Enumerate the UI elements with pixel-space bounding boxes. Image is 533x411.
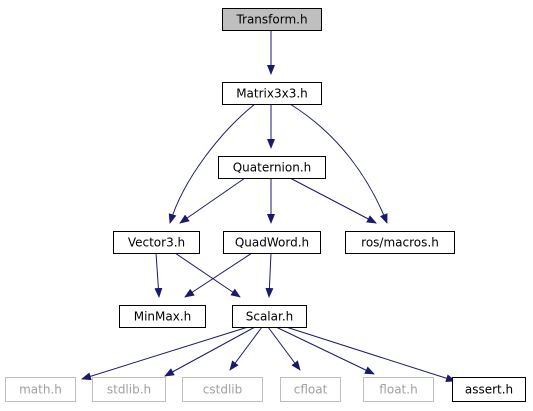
node-label: QuadWord.h: [235, 236, 309, 250]
edge-matrix-to-rosmacros: [289, 103, 388, 224]
node-label: cstdlib: [203, 383, 242, 397]
node-box: [232, 305, 307, 328]
node-label: Vector3.h: [128, 236, 185, 250]
edge-scalar-to-math: [81, 326, 249, 381]
edge-quadword-to-minmax: [184, 252, 253, 298]
edge-matrix-to-vector3: [168, 103, 256, 224]
node-matrix[interactable]: Matrix3x3.h: [222, 82, 322, 105]
edge-quaternion-to-vector3: [179, 177, 246, 224]
node-box: [119, 305, 206, 328]
node-label: Scalar.h: [246, 310, 294, 324]
node-label: float.h: [379, 383, 417, 397]
node-cstdlib: cstdlib: [182, 377, 263, 402]
node-label: stdlib.h: [107, 383, 151, 397]
node-quadword[interactable]: QuadWord.h: [223, 231, 321, 254]
node-math: math.h: [5, 377, 76, 402]
node-float: float.h: [363, 377, 434, 402]
edge-vector3-to-minmax: [154, 252, 163, 298]
node-box: [222, 82, 322, 105]
node-label: ros/macros.h: [361, 236, 439, 250]
node-stdlib: stdlib.h: [92, 377, 166, 402]
node-quaternion[interactable]: Quaternion.h: [218, 156, 326, 179]
node-box: [363, 377, 434, 402]
node-label: MinMax.h: [134, 310, 192, 324]
node-label: math.h: [19, 383, 62, 397]
node-assert[interactable]: assert.h: [452, 377, 526, 402]
node-box: [280, 377, 341, 402]
edge-scalar-to-stdlib: [164, 326, 256, 377]
node-box: [222, 8, 322, 31]
node-box: [218, 156, 326, 179]
edge-quaternion-to-rosmacros: [289, 177, 377, 224]
node-label: Quaternion.h: [233, 161, 312, 175]
nodes-layer: Transform.hMatrix3x3.hQuaternion.hVector…: [5, 8, 526, 402]
node-box: [452, 377, 526, 402]
edge-vector3-to-scalar: [174, 252, 241, 298]
edge-quadword-to-scalar: [265, 252, 274, 298]
node-rosmacros[interactable]: ros/macros.h: [345, 231, 455, 254]
node-cfloat: cfloat: [280, 377, 341, 402]
node-box: [345, 231, 455, 254]
node-scalar[interactable]: Scalar.h: [232, 305, 307, 328]
node-label: Matrix3x3.h: [236, 87, 308, 101]
node-vector3[interactable]: Vector3.h: [113, 231, 200, 254]
node-box: [223, 231, 321, 254]
node-box: [92, 377, 166, 402]
node-label: assert.h: [465, 383, 513, 397]
edge-scalar-to-cfloat: [267, 326, 301, 371]
edges-layer: [81, 30, 456, 383]
node-label: cfloat: [294, 383, 328, 397]
edge-scalar-to-cstdlib: [229, 326, 263, 371]
node-transform[interactable]: Transform.h: [222, 8, 322, 31]
node-box: [113, 231, 200, 254]
node-minmax[interactable]: MinMax.h: [119, 305, 206, 328]
edge-scalar-to-assert: [285, 326, 456, 383]
edge-scalar-to-float: [275, 326, 375, 375]
node-box: [5, 377, 76, 402]
node-label: Transform.h: [235, 13, 307, 27]
node-box: [182, 377, 263, 402]
